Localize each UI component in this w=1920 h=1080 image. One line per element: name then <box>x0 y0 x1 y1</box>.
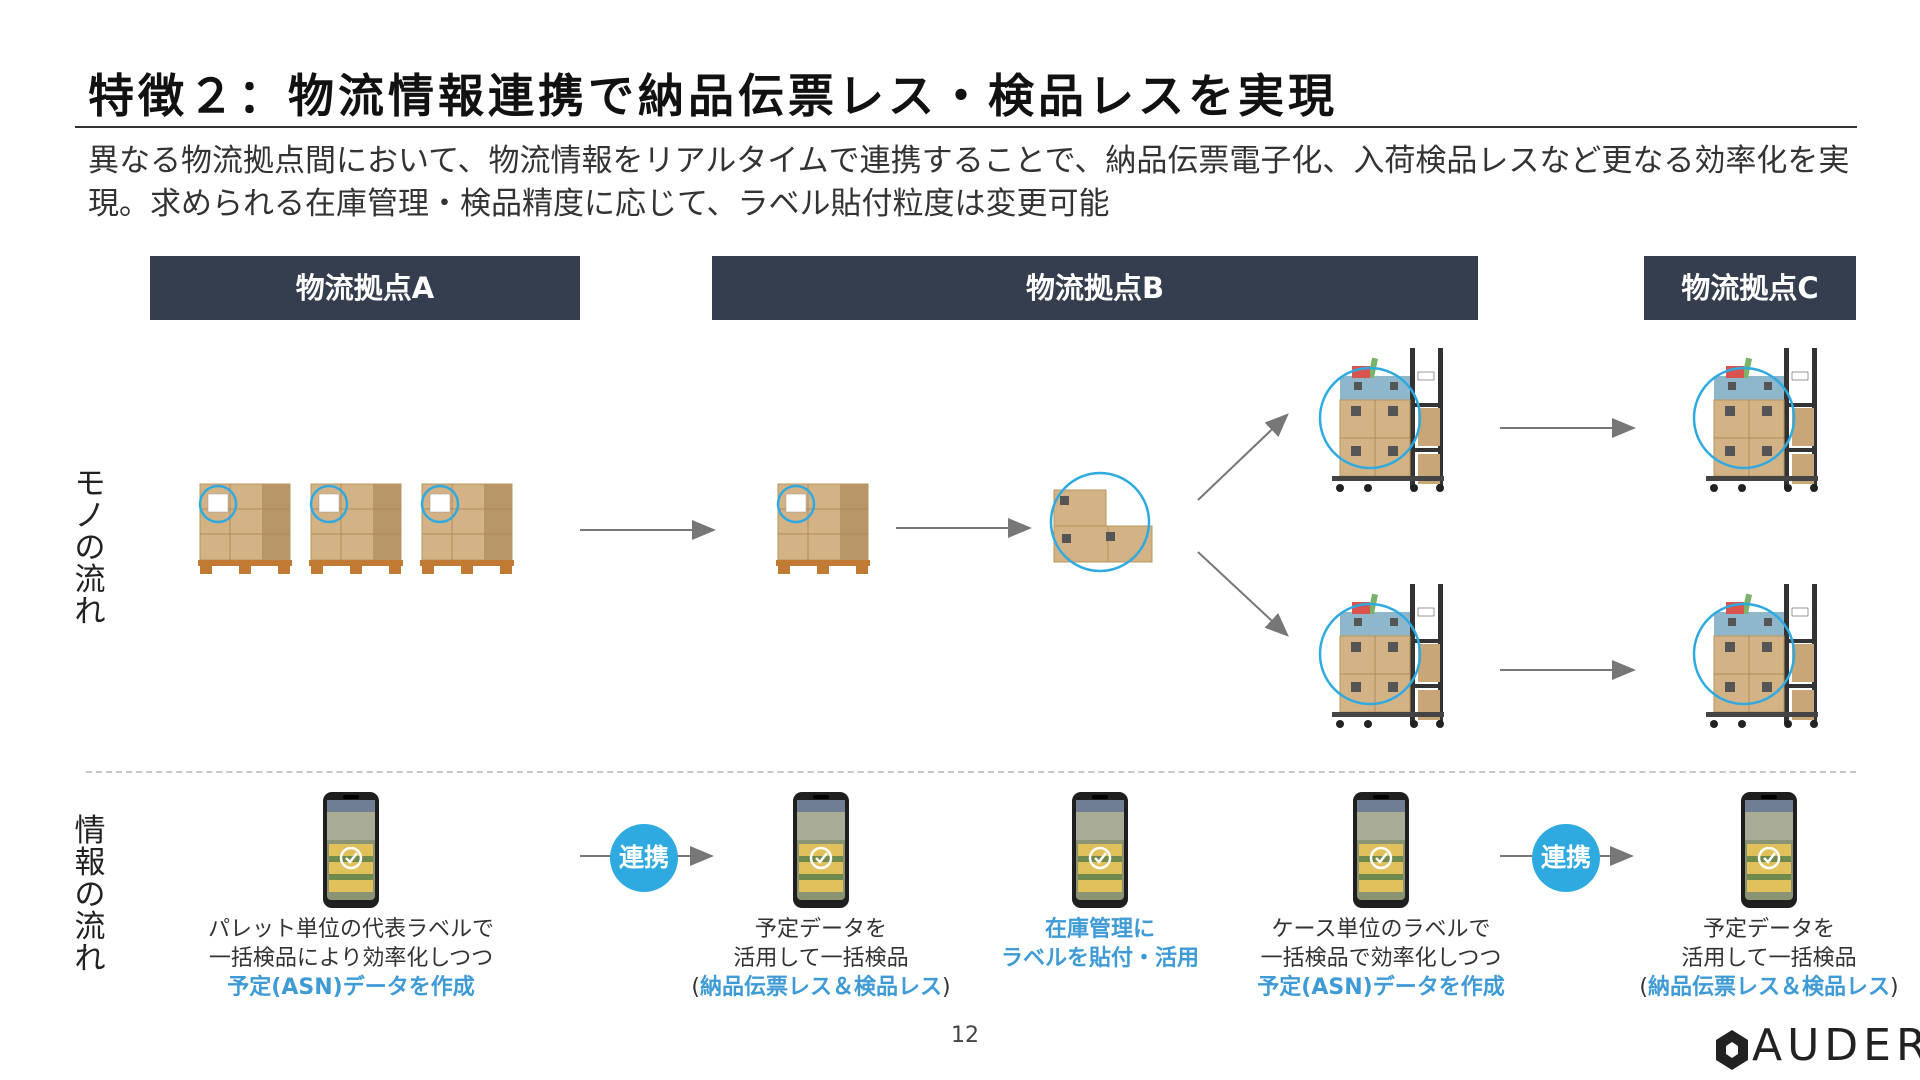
header-location-b: 物流拠点B <box>712 256 1478 320</box>
cart-b-upper <box>1318 346 1446 494</box>
phone-5 <box>1739 790 1799 910</box>
caption-paren-close: ) <box>942 975 951 1000</box>
header-location-a: 物流拠点A <box>150 256 580 320</box>
section-divider <box>86 771 1856 773</box>
caption-highlight: 納品伝票レス＆検品レス <box>699 975 942 1000</box>
pallet-a-1 <box>196 482 294 576</box>
caption-highlight: ラベルを貼付・活用 <box>1000 946 1199 971</box>
caption-location-c: 予定データを 活用して一括検品 (納品伝票レス＆検品レス) <box>1609 915 1920 1002</box>
cart-c-lower <box>1692 582 1820 730</box>
phone-1 <box>321 790 381 910</box>
cart-b-lower <box>1318 582 1446 730</box>
cart-c-upper <box>1692 346 1820 494</box>
caption-highlight: 納品伝票レス＆検品レス <box>1647 975 1890 1000</box>
renkei-badge-b-c: 連携 <box>1532 824 1600 892</box>
pallet-a-3 <box>418 482 516 576</box>
caption-line: 活用して一括検品 <box>1681 946 1857 971</box>
phone-2 <box>791 790 851 910</box>
caption-line: ケース単位のラベルで <box>1271 917 1491 942</box>
caption-location-b-labeling: 在庫管理に ラベルを貼付・活用 <box>940 915 1260 973</box>
caption-paren-open: ( <box>691 975 700 1000</box>
caption-location-b-shipping: ケース単位のラベルで 一括検品で効率化しつつ 予定(ASN)データを作成 <box>1221 915 1541 1002</box>
caption-line: 活用して一括検品 <box>733 946 909 971</box>
pallet-a-2 <box>307 482 405 576</box>
auder-logo-text: AUDER <box>1752 1020 1920 1071</box>
case-boxes <box>1049 471 1153 573</box>
pallet-b <box>774 482 872 576</box>
caption-line: 予定データを <box>1702 917 1835 942</box>
goods-arrow-to-cart-lower <box>1197 551 1289 637</box>
auder-logo-mark <box>1716 1030 1748 1070</box>
row-label-info-flow: 情報の流れ <box>74 813 106 977</box>
phone-4 <box>1351 790 1411 910</box>
page-number: 12 <box>951 1023 979 1048</box>
caption-paren-close: ) <box>1890 975 1899 1000</box>
caption-line: 予定データを <box>754 917 887 942</box>
goods-arrow-to-cart-upper <box>1197 413 1289 501</box>
caption-location-b-receiving: 予定データを 活用して一括検品 (納品伝票レス＆検品レス) <box>661 915 981 1002</box>
header-location-c: 物流拠点C <box>1644 256 1856 320</box>
caption-location-a: パレット単位の代表ラベルで 一括検品により効率化しつつ 予定(ASN)データを作… <box>191 915 511 1002</box>
caption-highlight: 在庫管理に <box>1044 917 1155 942</box>
page-title: 特徴２：物流情報連携で納品伝票レス・検品レスを実現 <box>88 69 1338 123</box>
caption-highlight: 予定(ASN)データを作成 <box>227 975 475 1000</box>
caption-highlight: 予定(ASN)データを作成 <box>1257 975 1505 1000</box>
phone-3 <box>1070 790 1130 910</box>
renkei-badge-a-b: 連携 <box>610 824 678 892</box>
caption-line: パレット単位の代表ラベルで <box>207 917 494 942</box>
caption-line: 一括検品で効率化しつつ <box>1260 946 1502 971</box>
caption-line: 一括検品により効率化しつつ <box>208 946 494 971</box>
title-divider <box>75 126 1857 128</box>
row-label-goods-flow: モノの流れ <box>74 466 106 630</box>
description: 異なる物流拠点間において、物流情報をリアルタイムで連携することで、納品伝票電子化… <box>88 143 1850 222</box>
caption-paren-open: ( <box>1639 975 1648 1000</box>
